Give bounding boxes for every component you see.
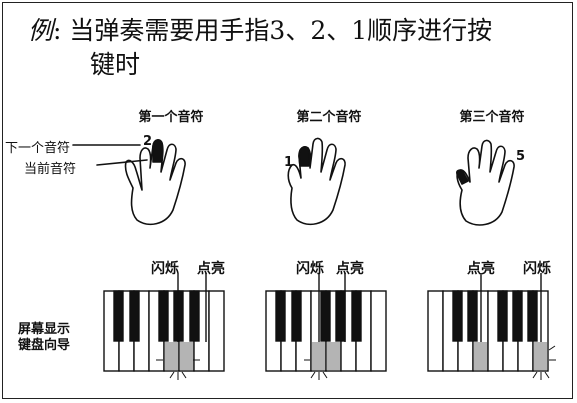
keyboard-2-black-key bbox=[320, 290, 331, 342]
keyboard-1-white-key-lit-fill bbox=[165, 342, 178, 370]
keyboard-1-white-key-lit-fill bbox=[180, 342, 193, 370]
column-2-finger-number: 1 bbox=[284, 155, 294, 170]
intro-line-2: 键时 bbox=[90, 50, 141, 79]
keyboard-1-black-key bbox=[189, 290, 200, 342]
keyboard-1-light-label: 点亮 bbox=[197, 261, 225, 277]
column-3-active-finger bbox=[456, 169, 469, 185]
column-1-heading: 第一个音符 bbox=[138, 110, 204, 125]
current-note-leader bbox=[96, 159, 148, 166]
intro-line-1: 当弹奏需要用手指3、2、1顺序进行按 bbox=[69, 16, 493, 45]
keyboard-1 bbox=[103, 273, 225, 380]
column-2-active-finger bbox=[298, 146, 311, 167]
keyboard-2-black-key bbox=[275, 290, 286, 342]
keyboard-3-white-key-lit-fill bbox=[534, 342, 547, 370]
keyboard-3-black-key bbox=[467, 290, 478, 342]
keyboard-2-black-key bbox=[335, 290, 346, 342]
keyboard-2-white-key-lit-fill bbox=[312, 342, 325, 370]
column-3-hand-outline bbox=[456, 139, 515, 226]
next-note-label: 下一个音符 bbox=[5, 141, 71, 156]
keyboard-3-flash-rays bbox=[532, 345, 556, 380]
column-2-hand-outline bbox=[287, 137, 346, 226]
keyboard-3-white-key-lit-fill bbox=[474, 342, 487, 370]
keyboard-3-black-key bbox=[512, 290, 523, 342]
keyboard-1-white-key bbox=[208, 290, 225, 372]
keyboard-2-flash-rays bbox=[304, 359, 328, 380]
keyboard-2-black-key bbox=[351, 290, 362, 342]
keyboard-2-white-key-lit-fill bbox=[327, 342, 340, 370]
keyboard-3-black-key bbox=[527, 290, 538, 342]
current-note-label: 当前音符 bbox=[24, 162, 77, 177]
keyboard-2-flash-label: 闪烁 bbox=[296, 261, 324, 277]
example-frame bbox=[2, 2, 573, 399]
keyboard-1-flash-label: 闪烁 bbox=[151, 261, 179, 277]
keyboard-guide-label-line-2: 键盘向导 bbox=[18, 338, 71, 353]
column-3-finger-number: 5 bbox=[516, 149, 526, 164]
keyboard-2-white-key bbox=[370, 290, 387, 372]
keyboard-3-black-key bbox=[452, 290, 463, 342]
keyboard-3-flash-label: 闪烁 bbox=[523, 261, 551, 277]
keyboard-2-light-label: 点亮 bbox=[336, 261, 364, 277]
keyboard-2 bbox=[265, 273, 387, 380]
column-1-finger-number: 2 bbox=[143, 134, 153, 149]
keyboard-1-black-key bbox=[129, 290, 140, 342]
example-colon: : bbox=[53, 16, 62, 45]
keyboard-3-light-label: 点亮 bbox=[467, 261, 495, 277]
intro-text: 例: 当弹奏需要用手指3、2、1顺序进行按 键时 bbox=[28, 14, 493, 79]
keyboard-guide-label: 屏幕显示 键盘向导 bbox=[18, 322, 70, 354]
keyboard-3-black-key bbox=[497, 290, 508, 342]
column-3-heading: 第三个音符 bbox=[459, 110, 525, 125]
keyboard-1-flash-rays bbox=[156, 359, 200, 380]
example-label: 例 bbox=[28, 16, 54, 45]
keyboard-1-black-key bbox=[158, 290, 169, 342]
column-1-hand-outline bbox=[124, 139, 186, 226]
keyboard-1-black-key bbox=[113, 290, 124, 342]
keyboard-2-black-key bbox=[291, 290, 302, 342]
keyboard-3-white-key bbox=[427, 290, 444, 372]
column-2-heading: 第二个音符 bbox=[296, 110, 362, 125]
column-1-active-finger bbox=[152, 139, 164, 163]
keyboard-3 bbox=[427, 273, 556, 380]
keyboard-guide-label-line-1: 屏幕显示 bbox=[18, 322, 71, 337]
